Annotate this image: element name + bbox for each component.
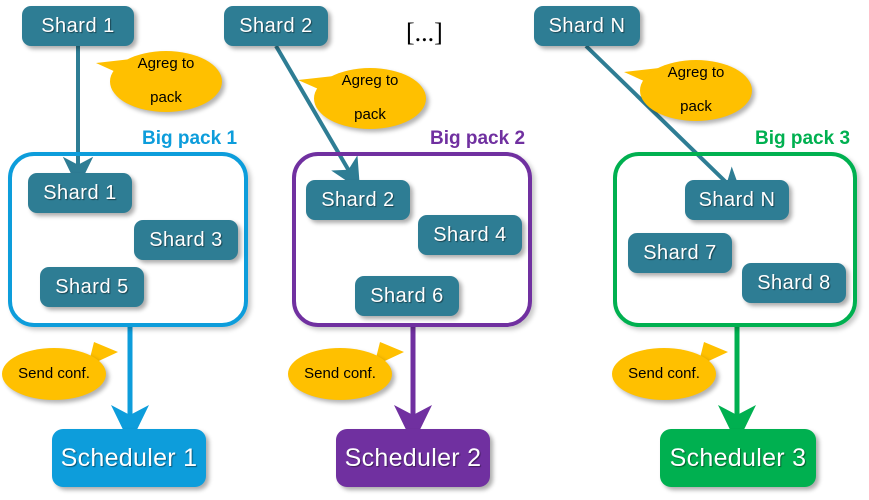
pack-label-3: Big pack 3: [755, 128, 851, 149]
callout-send-conf-1: Send conf.: [2, 348, 106, 400]
callout-send-label: Send conf.: [304, 364, 376, 382]
scheduler-1[interactable]: Scheduler 1: [52, 429, 206, 487]
big-pack-1[interactable]: [8, 152, 248, 327]
pack1-shard-5[interactable]: Shard 5: [40, 267, 144, 307]
callout-line-2: pack: [354, 105, 386, 123]
callout-agreg-to-pack-2: Agreg to pack: [314, 68, 426, 129]
callout-agreg-to-pack-3: Agreg to pack: [640, 60, 752, 121]
pack-label-1: Big pack 1: [142, 128, 238, 149]
callout-send-conf-3: Send conf.: [612, 348, 716, 400]
pack-label-2: Big pack 2: [430, 128, 526, 149]
big-pack-2[interactable]: [292, 152, 532, 327]
ellipsis-label: [...]: [406, 18, 443, 47]
pack2-shard-4[interactable]: Shard 4: [418, 215, 522, 255]
callout-line-1: Agreg to: [667, 64, 725, 82]
callout-line-1: Agreg to: [137, 55, 195, 73]
callout-agreg-to-pack-1: Agreg to pack: [110, 51, 222, 112]
callout-line-1: Agreg to: [341, 72, 399, 90]
callout-line-2: pack: [680, 97, 712, 115]
big-pack-3[interactable]: [613, 152, 857, 327]
pack1-shard-3[interactable]: Shard 3: [134, 220, 238, 260]
pack2-shard-6[interactable]: Shard 6: [355, 276, 459, 316]
callout-send-label: Send conf.: [628, 364, 700, 382]
pack3-shard-n[interactable]: Shard N: [685, 180, 789, 220]
pack3-shard-7[interactable]: Shard 7: [628, 233, 732, 273]
pack3-shard-8[interactable]: Shard 8: [742, 263, 846, 303]
callout-send-conf-2: Send conf.: [288, 348, 392, 400]
scheduler-2[interactable]: Scheduler 2: [336, 429, 490, 487]
callout-line-2: pack: [150, 88, 182, 106]
pack2-shard-2[interactable]: Shard 2: [306, 180, 410, 220]
top-shard-n[interactable]: Shard N: [534, 6, 640, 46]
top-shard-1[interactable]: Shard 1: [22, 6, 134, 46]
top-shard-2[interactable]: Shard 2: [224, 6, 328, 46]
scheduler-3[interactable]: Scheduler 3: [660, 429, 816, 487]
callout-send-label: Send conf.: [18, 364, 90, 382]
pack1-shard-1[interactable]: Shard 1: [28, 173, 132, 213]
